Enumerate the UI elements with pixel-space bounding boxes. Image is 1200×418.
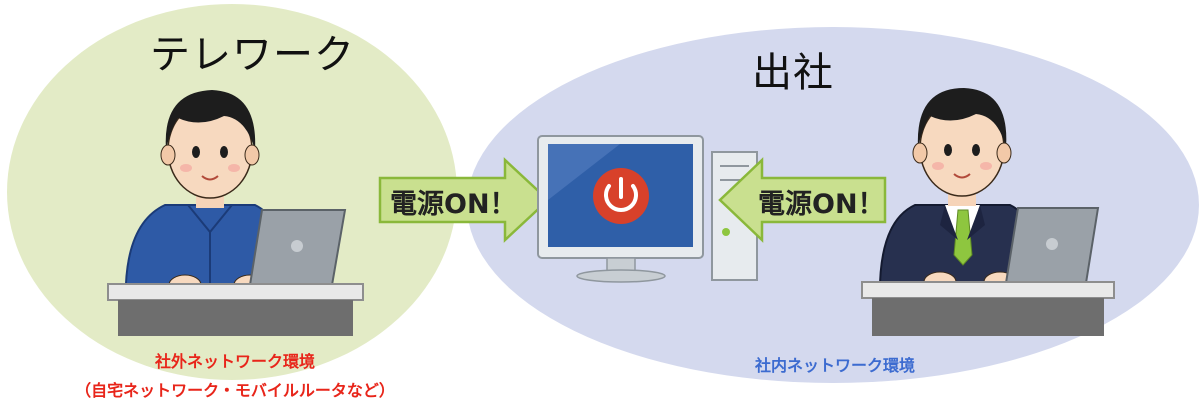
external-network-label: 社外ネットワーク環境 bbox=[154, 352, 315, 371]
office-desk bbox=[861, 281, 1115, 336]
external-network-detail: （自宅ネットワーク・モバイルルータなど） bbox=[75, 381, 395, 400]
right-arrow-label: 電源ON！ bbox=[758, 189, 885, 220]
internal-network-label: 社内ネットワーク環境 bbox=[754, 356, 915, 375]
power-icon bbox=[593, 168, 649, 224]
right-arrow-shape bbox=[718, 157, 887, 243]
left-arrow-label: 電源ON！ bbox=[390, 189, 517, 220]
office-laptop-icon bbox=[1004, 207, 1100, 284]
telework-title: テレワーク bbox=[150, 32, 355, 78]
left-arrow-shape bbox=[378, 157, 550, 243]
laptop-icon bbox=[248, 209, 347, 286]
telework-desk bbox=[107, 283, 364, 336]
office-title: 出社 bbox=[752, 50, 834, 96]
